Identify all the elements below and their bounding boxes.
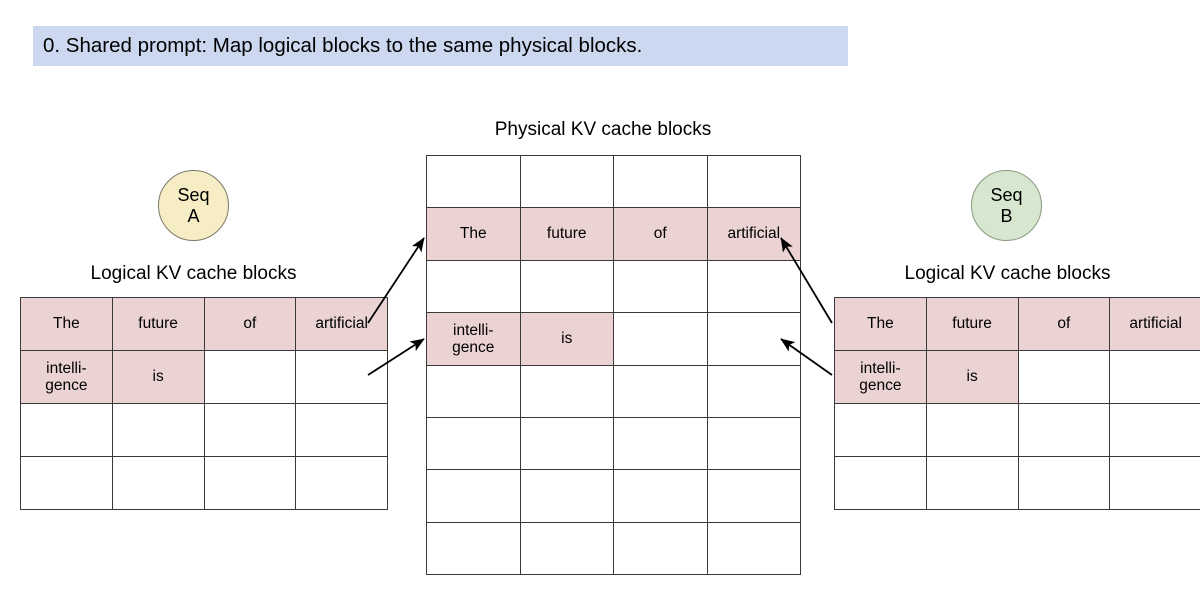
shared-prompt-banner: 0. Shared prompt: Map logical blocks to …: [33, 26, 848, 66]
kv-block-cell: artificial: [706, 207, 801, 261]
shared-prompt-text: 0. Shared prompt: Map logical blocks to …: [43, 33, 643, 57]
kv-block-cell: is: [111, 350, 205, 404]
kv-block-cell: [295, 403, 388, 457]
seq-a-badge: Seq A: [158, 170, 229, 241]
table-row: [426, 469, 801, 523]
kv-block-cell: [1109, 350, 1200, 404]
kv-block-cell: future: [519, 207, 614, 261]
kv-block-cell: intelli-gence: [426, 312, 521, 366]
kv-block-cell: [295, 350, 388, 404]
kv-block-cell: is: [519, 312, 614, 366]
kv-block-cell: [613, 154, 708, 209]
kv-block-cell: [111, 456, 205, 510]
kv-block-cell: [706, 364, 801, 418]
kv-block-cell: [706, 416, 801, 471]
kv-block-cell: artificial: [295, 297, 388, 351]
kv-block-cell: intelli-gence: [834, 350, 927, 404]
seq-b-badge: Seq B: [971, 170, 1042, 241]
kv-block-cell: [426, 416, 521, 471]
kv-block-cell: [519, 521, 614, 576]
kv-block-cell: [834, 403, 927, 457]
logical-blocks-a-title: Logical KV cache blocks: [90, 263, 297, 284]
kv-block-cell: [1017, 456, 1111, 510]
kv-block-cell: [613, 312, 708, 366]
kv-block-cell: [111, 403, 205, 457]
kv-block-cell: [706, 312, 801, 366]
kv-block-cell: [1109, 403, 1200, 457]
kv-block-cell: [925, 403, 1019, 457]
kv-block-cell: [834, 456, 927, 510]
kv-block-cell: [613, 259, 708, 314]
kv-block-cell: of: [613, 207, 708, 261]
kv-block-cell: [519, 364, 614, 418]
kv-block-cell: [519, 416, 614, 471]
kv-block-cell: of: [1017, 297, 1111, 351]
table-row: [426, 154, 801, 209]
kv-block-cell: [426, 364, 521, 418]
kv-block-cell: artificial: [1109, 297, 1200, 351]
kv-block-cell: [613, 364, 708, 418]
kv-block-cell: [1017, 403, 1111, 457]
kv-block-cell: intelli-gence: [20, 350, 113, 404]
kv-block-cell: The: [834, 297, 927, 351]
kv-block-cell: [706, 259, 801, 314]
kv-block-cell: [1017, 350, 1111, 404]
seq-b-label-line1: Seq: [990, 184, 1023, 205]
kv-block-cell: [706, 469, 801, 523]
physical-blocks-title: Physical KV cache blocks: [494, 119, 712, 140]
kv-block-cell: [925, 456, 1019, 510]
table-row: [834, 456, 1200, 510]
table-row: [20, 456, 388, 510]
kv-block-cell: future: [111, 297, 205, 351]
kv-block-cell: [519, 259, 614, 314]
kv-block-cell: [20, 456, 113, 510]
table-row: [426, 416, 801, 471]
table-row: [20, 403, 388, 457]
table-row: [426, 521, 801, 576]
kv-block-cell: [203, 403, 297, 457]
kv-block-cell: of: [203, 297, 297, 351]
kv-block-cell: is: [925, 350, 1019, 404]
kv-block-cell: The: [20, 297, 113, 351]
kv-block-cell: [426, 259, 521, 314]
kv-block-cell: [426, 154, 521, 209]
kv-block-cell: [426, 521, 521, 576]
seq-b-label-line2: B: [1000, 205, 1013, 226]
logical-blocks-b-title: Logical KV cache blocks: [904, 263, 1111, 284]
kv-block-cell: [613, 416, 708, 471]
kv-block-cell: [613, 521, 708, 576]
kv-block-cell: [706, 521, 801, 576]
kv-block-cell: [295, 456, 388, 510]
kv-block-cell: [1109, 456, 1200, 510]
table-row: [426, 364, 801, 418]
kv-block-cell: [519, 154, 614, 209]
kv-block-cell: [203, 456, 297, 510]
table-row: [426, 259, 801, 314]
kv-block-cell: [20, 403, 113, 457]
table-row: [834, 403, 1200, 457]
kv-block-cell: [706, 154, 801, 209]
kv-block-cell: The: [426, 207, 521, 261]
kv-block-cell: [613, 469, 708, 523]
seq-a-label-line1: Seq: [177, 184, 210, 205]
kv-block-cell: [426, 469, 521, 523]
kv-block-cell: [519, 469, 614, 523]
kv-block-cell: future: [925, 297, 1019, 351]
kv-block-cell: [203, 350, 297, 404]
seq-a-label-line2: A: [187, 205, 200, 226]
